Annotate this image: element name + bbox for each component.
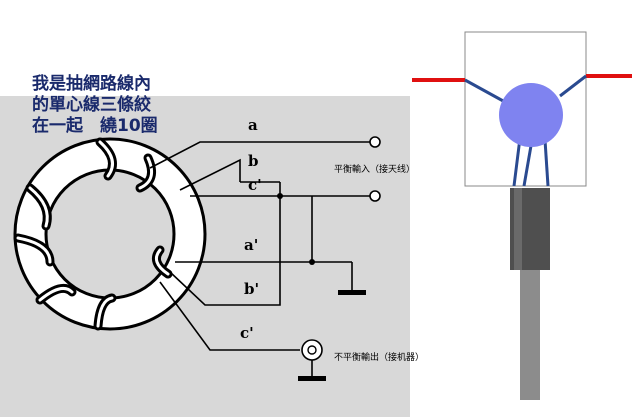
coax-connector-symbol bbox=[301, 339, 323, 361]
label-c-prime: c' bbox=[240, 324, 254, 342]
toroid-core bbox=[13, 137, 207, 331]
blue-wires bbox=[464, 74, 587, 187]
wire-c-prime bbox=[159, 281, 300, 351]
toroid-inner-ring bbox=[44, 168, 176, 300]
balun-photo-illustration bbox=[412, 31, 632, 400]
label-a-prime: a' bbox=[244, 236, 258, 254]
label-c: c' bbox=[248, 176, 262, 194]
junction-dot bbox=[277, 193, 283, 199]
caption-line-3: 在一起 繞10圈 bbox=[32, 116, 158, 136]
terminal-c bbox=[369, 190, 381, 202]
caption-text: 我是抽網路線內 的單心線三條絞 在一起 繞10圈 bbox=[32, 74, 242, 137]
junction-dot bbox=[309, 259, 315, 265]
label-b: b bbox=[248, 152, 259, 170]
label-b-prime: b' bbox=[244, 280, 259, 298]
unbalanced-output-label: 不平衡輸出（接机器） bbox=[334, 351, 424, 363]
caption-line-2: 的單心線三條絞 bbox=[32, 95, 151, 115]
balanced-input-label: 平衡輸入（接天线） bbox=[334, 163, 415, 175]
caption-line-1: 我是抽網路線內 bbox=[32, 74, 151, 94]
wire-b-prime bbox=[169, 196, 281, 306]
ground-symbol bbox=[338, 290, 366, 295]
coax-cable bbox=[520, 270, 540, 400]
ferrite-core bbox=[499, 83, 563, 147]
wire-a bbox=[149, 141, 370, 169]
ground-symbol bbox=[298, 376, 326, 381]
label-a: a bbox=[248, 116, 258, 134]
terminal-a bbox=[369, 136, 381, 148]
